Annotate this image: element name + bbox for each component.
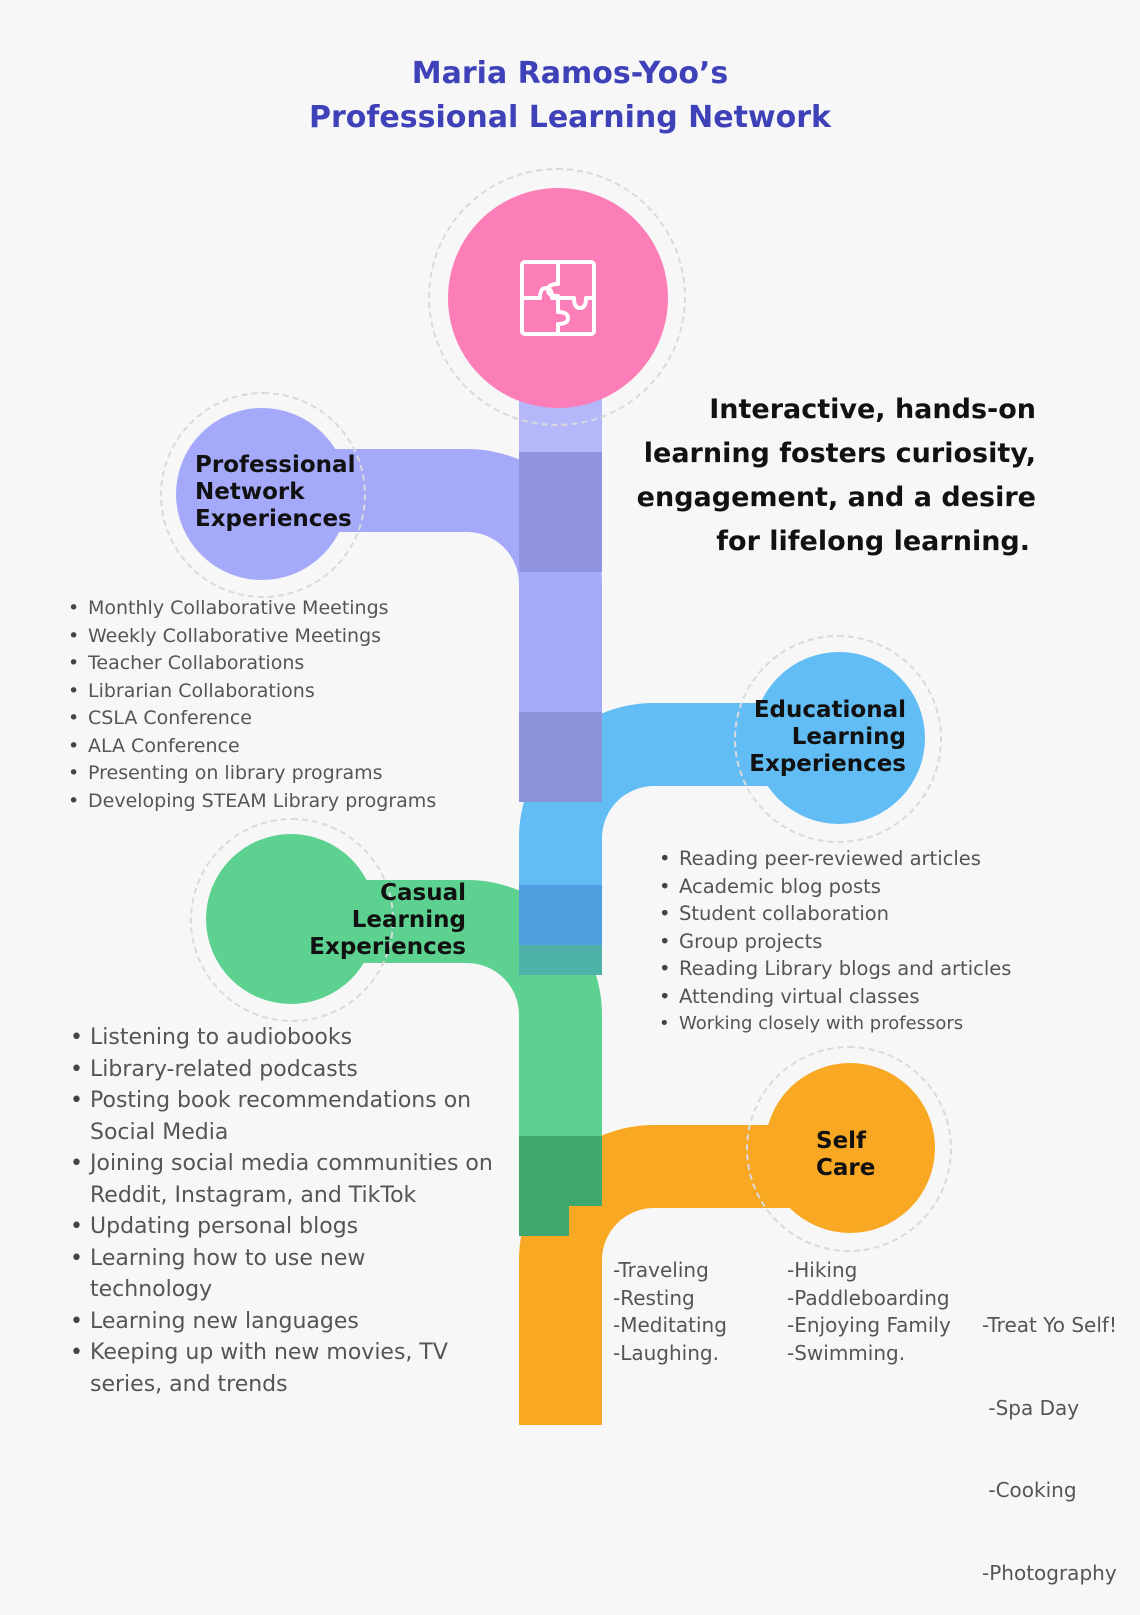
list-item: Weekly Collaborative Meetings bbox=[66, 623, 436, 651]
selfcare-stem-shade-2 bbox=[519, 1206, 569, 1236]
selfcare-item: -Photography bbox=[982, 1560, 1117, 1585]
list-item: Learning new languages bbox=[68, 1306, 508, 1338]
professional-stem-shade bbox=[519, 452, 602, 572]
casual-label-line: Experiences bbox=[309, 934, 466, 960]
casual-ring bbox=[190, 818, 394, 1022]
list-item: Academic blog posts bbox=[657, 873, 1011, 901]
list-item: Reading Library blogs and articles bbox=[657, 955, 1011, 983]
selfcare-item: -Hiking bbox=[787, 1258, 858, 1282]
selfcare-item: -Paddleboarding bbox=[787, 1285, 950, 1310]
hub-circle bbox=[448, 188, 668, 408]
selfcare-label-line: Care bbox=[816, 1155, 876, 1181]
list-item: Library-related podcasts bbox=[68, 1054, 508, 1086]
quote-line: learning fosters curiosity, bbox=[643, 438, 1036, 469]
list-item: CSLA Conference bbox=[66, 705, 436, 733]
selfcare-column-3: -Treat Yo Self! -Spa Day -Cooking -Photo… bbox=[982, 1257, 1117, 1615]
professional-list: Monthly Collaborative Meetings Weekly Co… bbox=[66, 595, 436, 815]
selfcare-item: -Traveling bbox=[613, 1258, 709, 1282]
selfcare-label: Self Care bbox=[816, 1128, 875, 1182]
casual-circle bbox=[206, 834, 376, 1004]
list-item: Updating personal blogs bbox=[68, 1211, 508, 1243]
educational-list: Reading peer-reviewed articles Academic … bbox=[657, 845, 1011, 1038]
educational-label: Educational Learning Experiences bbox=[749, 697, 906, 778]
selfcare-label-line: Self bbox=[816, 1128, 867, 1154]
list-item: Presenting on library programs bbox=[66, 760, 436, 788]
selfcare-item: -Swimming. bbox=[787, 1340, 906, 1365]
list-item: Posting book recommendations on Social M… bbox=[68, 1085, 508, 1148]
selfcare-column-2: -Hiking -Paddleboarding -Enjoying Family… bbox=[787, 1257, 951, 1367]
puzzle-icon bbox=[520, 260, 596, 336]
quote-line: Interactive, hands-on bbox=[709, 394, 1036, 425]
casual-stem-shade-2 bbox=[519, 945, 602, 975]
casual-label: Casual Learning Experiences bbox=[309, 880, 466, 961]
quote-line: for lifelong learning. bbox=[716, 526, 1030, 557]
list-item: Student collaboration bbox=[657, 900, 1011, 928]
professional-label: Professional Network Experiences bbox=[195, 452, 355, 533]
selfcare-ring bbox=[746, 1046, 952, 1252]
list-item: Teacher Collaborations bbox=[66, 650, 436, 678]
list-item: Keeping up with new movies, TV series, a… bbox=[68, 1337, 480, 1400]
educational-ring bbox=[734, 635, 942, 843]
list-item: Librarian Collaborations bbox=[66, 678, 436, 706]
educational-label-line: Educational bbox=[753, 697, 906, 723]
selfcare-circle bbox=[765, 1063, 935, 1233]
selfcare-item: -Resting bbox=[613, 1285, 695, 1310]
selfcare-item: -Laughing. bbox=[613, 1340, 719, 1365]
professional-label-line: Professional bbox=[195, 452, 356, 478]
selfcare-item: -Enjoying Family bbox=[787, 1313, 951, 1337]
title-line-2: Professional Learning Network bbox=[308, 100, 831, 135]
quote-line: engagement, and a desire bbox=[636, 482, 1036, 513]
list-item: Joining social media communities on Redd… bbox=[68, 1148, 508, 1211]
professional-label-line: Experiences bbox=[195, 506, 352, 532]
list-item: Group projects bbox=[657, 928, 1011, 956]
educational-circle bbox=[753, 652, 925, 824]
selfcare-stem-shade bbox=[519, 1136, 602, 1206]
list-item: Working closely with professors bbox=[657, 1010, 1011, 1038]
selfcare-item: -Cooking bbox=[982, 1478, 1077, 1502]
quote: Interactive, hands-on learning fosters c… bbox=[637, 388, 1036, 564]
professional-circle bbox=[176, 408, 348, 580]
list-item: Attending virtual classes bbox=[657, 983, 1011, 1011]
educational-label-line: Learning bbox=[791, 724, 906, 750]
title-line-1: Maria Ramos-Yoo’s bbox=[411, 56, 729, 91]
casual-label-line: Casual bbox=[380, 880, 466, 906]
list-item: Learning how to use new technology bbox=[68, 1243, 390, 1306]
casual-stem-shade bbox=[519, 885, 602, 945]
hub-ring bbox=[428, 168, 686, 426]
educational-stem-shade bbox=[519, 712, 602, 802]
casual-label-line: Learning bbox=[351, 907, 466, 933]
list-item: Listening to audiobooks bbox=[68, 1022, 508, 1054]
educational-label-line: Experiences bbox=[749, 751, 906, 777]
page-title: Maria Ramos-Yoo’s Professional Learning … bbox=[0, 52, 1140, 140]
selfcare-item: -Spa Day bbox=[982, 1395, 1080, 1420]
selfcare-item: -Meditating bbox=[613, 1313, 727, 1337]
selfcare-column-1: -Traveling -Resting -Meditating -Laughin… bbox=[613, 1257, 727, 1367]
list-item: Monthly Collaborative Meetings bbox=[66, 595, 436, 623]
casual-list: Listening to audiobooks Library-related … bbox=[68, 1022, 508, 1400]
selfcare-item: -Treat Yo Self! bbox=[982, 1313, 1117, 1337]
list-item: ALA Conference bbox=[66, 733, 436, 761]
professional-label-line: Network bbox=[195, 479, 305, 505]
list-item: Reading peer-reviewed articles bbox=[657, 845, 1011, 873]
list-item: Developing STEAM Library programs bbox=[66, 788, 436, 816]
